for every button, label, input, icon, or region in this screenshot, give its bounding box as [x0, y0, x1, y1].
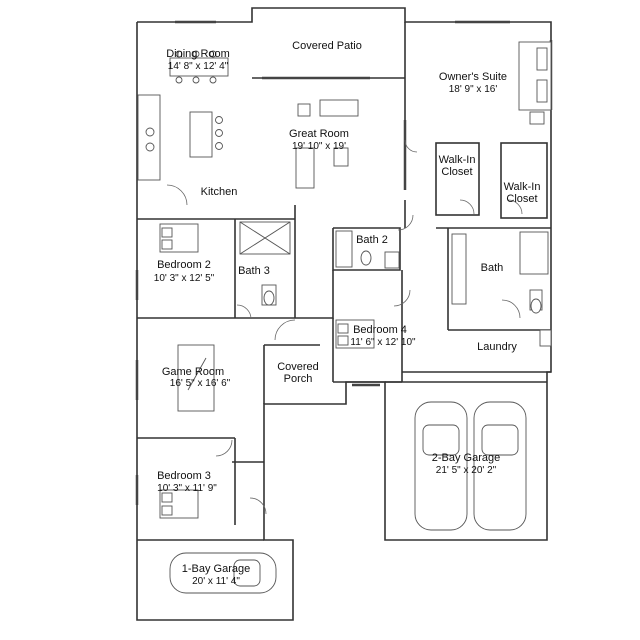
- laundry-label: Laundry: [477, 341, 517, 353]
- bath-label: Bath: [481, 262, 504, 274]
- doors: [166, 139, 523, 515]
- walkin-closet-2-label-2: Closet: [506, 193, 537, 205]
- bedroom-3-dim: 10' 3" x 11' 9": [157, 483, 217, 494]
- interior-walls: [137, 22, 551, 525]
- garage-1bay-label: 1-Bay Garage: [182, 563, 250, 575]
- bath-3-label: Bath 3: [238, 265, 270, 277]
- walkin-closet-2-label: Walk-In: [504, 181, 541, 193]
- garage-1bay-dim: 20' x 11' 4": [192, 576, 240, 587]
- dining-room-label: Dining Room: [166, 48, 230, 60]
- game-room-dim: 16' 5" x 16' 6": [170, 378, 231, 389]
- owners-suite-dim: 18' 9" x 16': [449, 84, 498, 95]
- bath-2-label: Bath 2: [356, 234, 388, 246]
- owners-suite-label: Owner's Suite: [439, 71, 507, 83]
- covered-porch-label: Covered: [277, 361, 319, 373]
- outer-walls: [136, 7, 552, 621]
- game-room-label: Game Room: [162, 366, 224, 378]
- bedroom-2-dim: 10' 3" x 12' 5": [154, 273, 215, 284]
- bedroom-2-label: Bedroom 2: [157, 259, 211, 271]
- covered-porch-label-2: Porch: [284, 373, 313, 385]
- walkin-closet-1-label-2: Closet: [441, 166, 472, 178]
- covered-patio-label: Covered Patio: [292, 40, 362, 52]
- great-room-dim: 19' 10" x 19': [292, 141, 346, 152]
- garage-2bay-label: 2-Bay Garage: [432, 452, 500, 464]
- dining-room-dim: 14' 8" x 12' 4": [168, 61, 229, 72]
- great-room-label: Great Room: [289, 128, 349, 140]
- fixtures: [137, 41, 552, 594]
- bedroom-4-dim: 11' 6" x 12' 10": [350, 337, 416, 348]
- bedroom-4-label: Bedroom 4: [353, 324, 407, 336]
- kitchen-label: Kitchen: [201, 186, 238, 198]
- garage-2bay-dim: 21' 5" x 20' 2": [436, 465, 497, 476]
- bedroom-3-label: Bedroom 3: [157, 470, 211, 482]
- room-labels: Dining Room 14' 8" x 12' 4" Covered Pati…: [154, 40, 541, 587]
- walkin-closet-1-label: Walk-In: [439, 154, 476, 166]
